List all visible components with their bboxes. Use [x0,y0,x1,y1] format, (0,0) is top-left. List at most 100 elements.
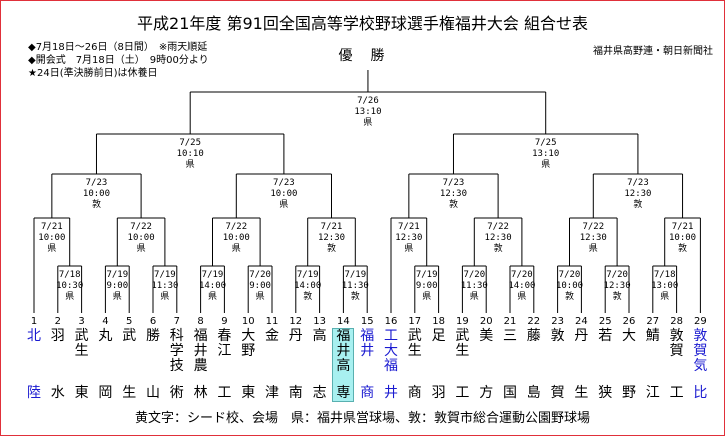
team-name: 大野 [619,329,639,401]
team-name: 武生商 [405,329,425,401]
team-name-char: 江 [645,385,660,401]
r2-match-3-label-line-1: 7/22 [225,222,247,232]
team-name-char: 生 [455,343,470,359]
team-name: 三国 [500,329,520,401]
team-name-char: 商 [360,385,375,401]
team-number: 15 [361,316,374,327]
r1-match-9-label-line-3: 県 [470,291,479,302]
team-name-char: 大 [241,328,256,344]
sf-match-2-label-line-2: 13:10 [532,149,559,159]
r2-match-3-label-line-2: 10:00 [223,233,250,243]
team-number: 5 [126,316,132,327]
team-number: 28 [670,316,683,327]
team-name-char: 足 [431,328,446,344]
team-name-char: 工 [384,328,398,344]
r2-match-6-label-line-1: 7/22 [487,222,509,232]
team-name-char: 南 [288,385,303,401]
r1-match-10-label-line-3: 県 [517,291,526,302]
team-number: 1 [31,316,37,327]
r1-match-12-label-line-3: 敦 [613,290,622,302]
team-name-char: 武 [455,328,470,344]
team-name-char: 羽 [431,385,446,401]
team-name: 金津 [262,329,282,401]
r2-match-7-label-line-1: 7/22 [582,222,604,232]
qf-match-4-label-line-2: 12:30 [624,189,651,199]
team-name-char: 春 [217,328,232,344]
team-name: 武生工 [452,329,472,401]
team-name: 羽水 [48,329,68,401]
team-name-char: 羽 [50,328,65,344]
team-name-char: 若 [598,328,613,344]
team-name-char: 鯖 [645,328,660,344]
sf-match-1-label-line-1: 7/25 [179,138,201,148]
sf-match-2-label-line-3: 県 [541,159,550,170]
r1-match-11-label-line-1: 7/20 [559,270,581,280]
team-name-char: 大 [622,328,636,344]
team-name-char: 術 [169,385,184,401]
team-name: 敦賀 [548,329,568,401]
team-name: 福井商 [357,329,377,401]
team-number: 2 [55,316,61,327]
team-name-char: 工 [217,385,232,401]
team-name-char: 賀 [550,385,565,401]
team-name-char: 武 [407,328,422,344]
r1-match-8-label-line-2: 9:00 [416,281,438,291]
final-match-label-line-2: 13:10 [354,107,381,117]
team-name-char: 技 [169,358,184,374]
team-name: 福井農林 [191,329,211,401]
champion-label: 優 勝 [338,48,387,64]
r1-match-9-label-line-1: 7/20 [463,270,485,280]
team-name-char: 美 [479,328,494,344]
team-number: 8 [197,316,203,327]
final-match-label-line-3: 県 [363,117,372,128]
r1-match-13-label-line-3: 県 [660,291,669,302]
page-title: 平成21年度 第91回全国高等学校野球選手権福井大会 組合せ表 [137,14,588,33]
team-name-char: 東 [241,385,256,401]
r1-match-5-label-line-3: 県 [256,291,265,302]
team-name-char: 福 [336,328,351,344]
r1-match-6-label-line-1: 7/19 [297,270,319,280]
info-line-opening: ◆開会式 7月18日（土） 9時00分より [28,55,209,66]
team-name-char: 武 [74,328,89,344]
team-name-char: 北 [27,328,41,344]
team-name-char: 気 [693,358,708,374]
team-name-char: 福 [193,328,208,344]
team-name-char: 農 [193,358,208,374]
team-number: 7 [174,316,180,327]
r1-match-3-label-line-3: 県 [160,291,169,302]
qf-match-4-label-line-3: 敦 [633,198,642,210]
team-name: 大野東 [238,329,258,401]
sf-match-2-label-line-1: 7/25 [535,138,557,148]
team-number: 6 [150,316,156,327]
qf-match-1-label-line-1: 7/23 [86,178,108,188]
team-name-char: 狭 [598,385,613,401]
info-line-dates: ◆7月18日～26日（8日間） ※雨天順延 [28,42,208,53]
team-name: 工大福井 [381,329,401,401]
info-line-rest-day: ★24日(準決勝前日)は休養日 [28,68,158,79]
team-name-char: 商 [407,385,422,401]
r2-match-2-label-line-1: 7/22 [130,222,152,232]
r1-match-4-label-line-3: 県 [208,291,217,302]
r1-match-2-label-line-1: 7/19 [106,270,128,280]
r2-match-8-label-line-1: 7/21 [672,222,694,232]
r2-match-4-label-line-1: 7/21 [321,222,343,232]
final-match-label-line-1: 7/26 [357,96,379,106]
r1-match-2-label-line-2: 9:00 [106,281,128,291]
r2-match-2-label-line-2: 10:00 [128,233,155,243]
sf-match-1-label-line-2: 10:10 [177,149,204,159]
r2-match-4-label-line-2: 12:30 [318,233,345,243]
team-name-char: 比 [693,385,708,401]
team-name-char: 井 [336,343,351,359]
r1-match-5-label-line-2: 9:00 [249,281,271,291]
team-name-char: 野 [241,343,256,359]
team-name-char: 敦 [669,328,684,344]
team-name: 丹生 [571,329,591,401]
r1-match-7-label-line-1: 7/19 [344,270,366,280]
team-name: 敦賀気比 [690,329,710,401]
r1-match-8-label-line-3: 県 [422,291,431,302]
r2-match-5-label-line-1: 7/21 [398,222,420,232]
r1-match-6-label-line-3: 敦 [303,290,312,302]
r2-match-3-label-line-3: 県 [232,243,241,254]
team-name-char: 陸 [27,385,41,401]
